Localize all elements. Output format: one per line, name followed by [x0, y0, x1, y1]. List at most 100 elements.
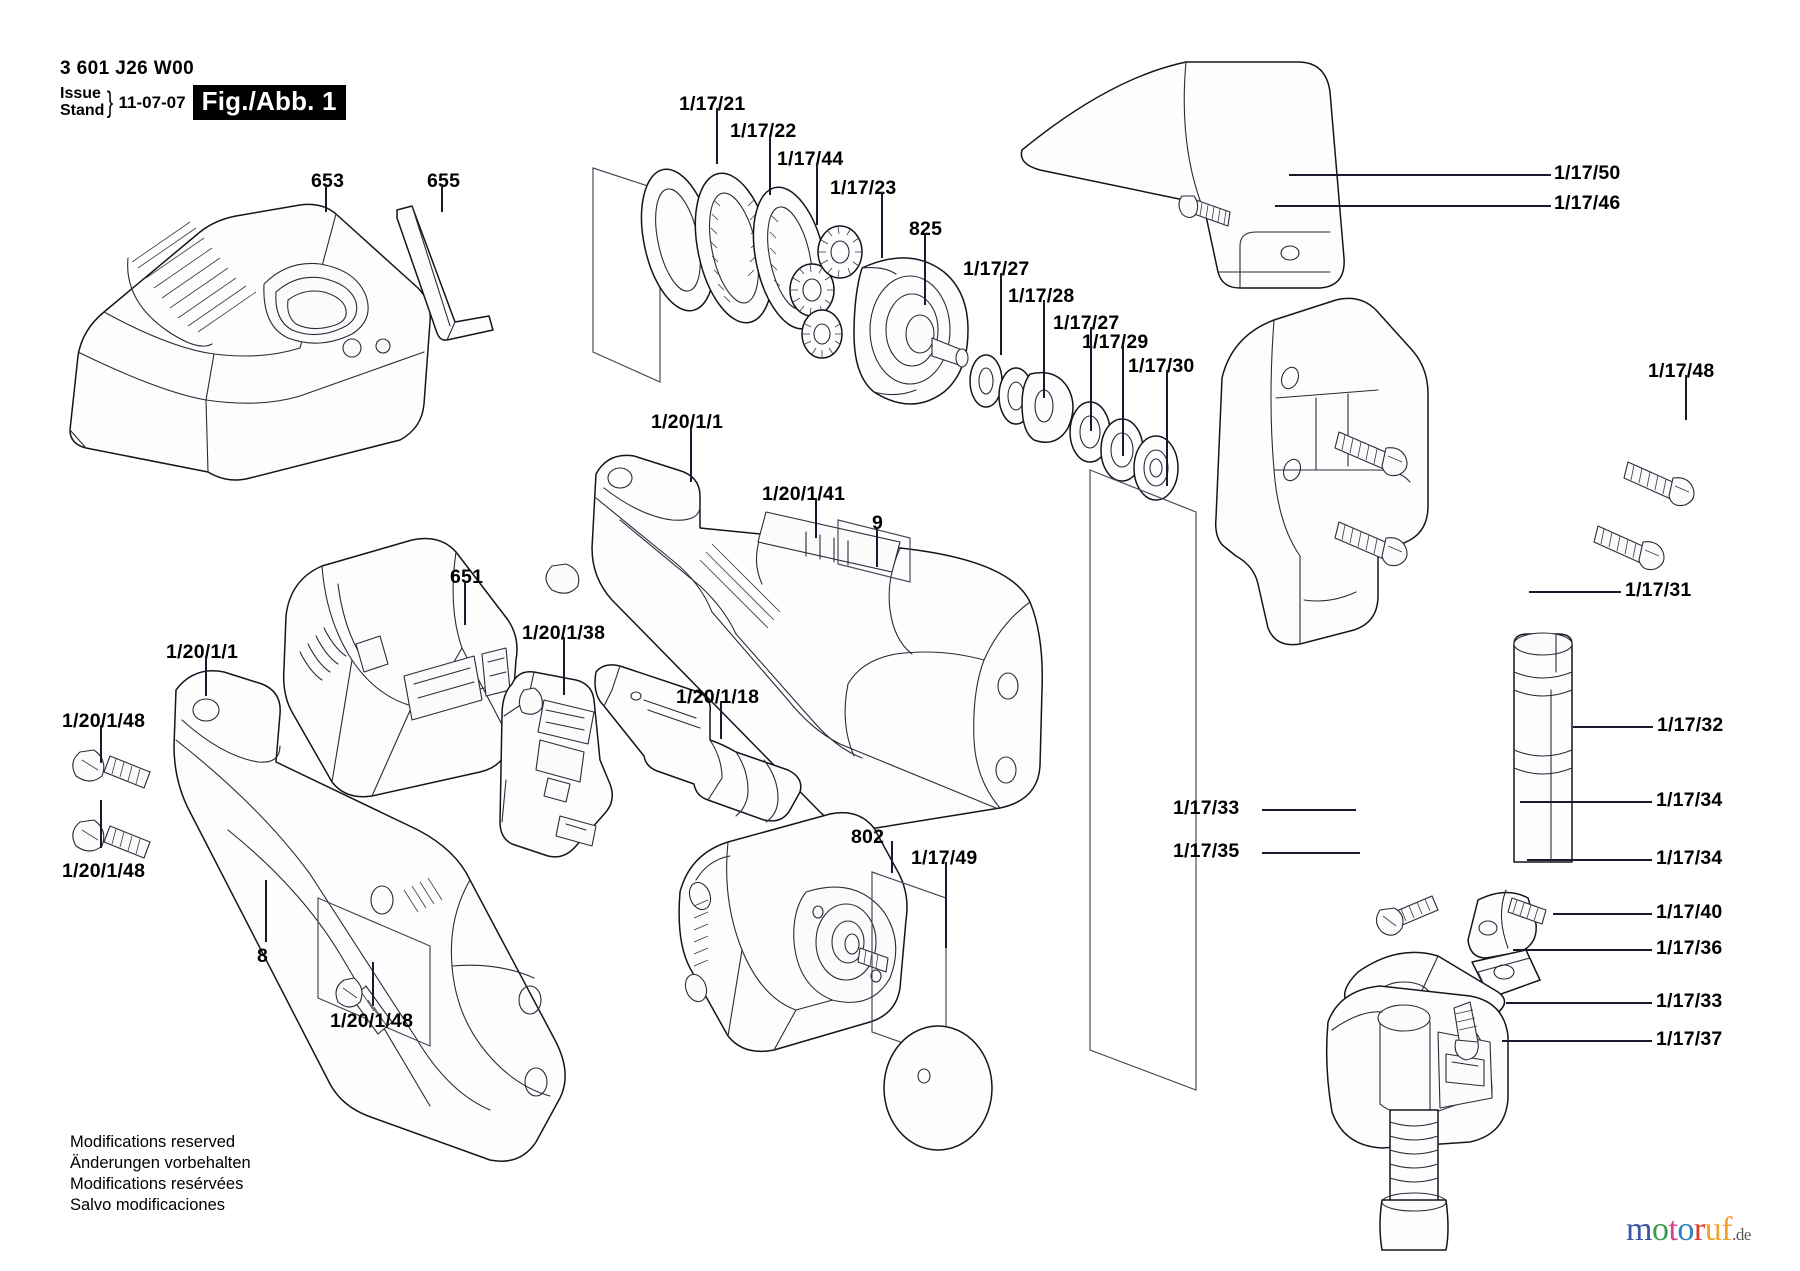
callout-c-9: 9 — [872, 512, 884, 534]
callout-c-1-17-48: 1/17/48 — [1648, 360, 1715, 382]
part-gear-train-assembly — [592, 167, 1197, 1091]
watermark-letter-o1: o — [1651, 1211, 1669, 1248]
watermark-letter-t: t — [1668, 1211, 1678, 1248]
watermark-letter-u: u — [1704, 1211, 1722, 1248]
leader-line-37 — [372, 962, 374, 1006]
disclaimer-line-de: Änderungen vorbehalten — [70, 1153, 251, 1172]
leader-line-16 — [1573, 726, 1653, 728]
leader-line-8 — [1043, 300, 1045, 398]
callout-c-1-20-1-38: 1/20/1/38 — [522, 622, 606, 644]
callout-c-653: 653 — [311, 170, 345, 192]
callout-c-8: 8 — [257, 945, 269, 967]
part-spindle-1-17-32 — [1513, 632, 1573, 863]
disclaimer-line-fr: Modifications resérvées — [70, 1174, 244, 1193]
leader-line-3 — [769, 135, 771, 195]
leader-line-26 — [815, 498, 817, 538]
callout-c-1-20-1-48b: 1/20/1/48 — [62, 860, 146, 882]
callout-c-1-20-1-1a: 1/20/1/1 — [651, 411, 724, 433]
issue-label-de: Stand — [60, 101, 105, 119]
watermark-tld: .de — [1732, 1225, 1751, 1244]
callout-c-1-17-32: 1/17/32 — [1657, 714, 1724, 736]
document-number: 3 601 J26 W00 — [60, 58, 195, 79]
callout-c-1-17-33a: 1/17/33 — [1173, 797, 1240, 819]
callout-c-1-17-23: 1/17/23 — [830, 177, 897, 199]
callout-c-1-17-34b: 1/17/34 — [1656, 847, 1723, 869]
leader-line-25 — [690, 426, 692, 482]
part-housing-lower-1-20-1-1 — [72, 670, 566, 1162]
motoruf-watermark: motoruf.de — [1626, 1211, 1751, 1249]
callout-c-1-17-44: 1/17/44 — [777, 148, 844, 170]
leader-line-28 — [464, 581, 466, 625]
leader-line-21 — [1553, 913, 1652, 915]
callout-c-1-20-1-18: 1/20/1/18 — [676, 686, 760, 708]
leader-line-20 — [1527, 859, 1652, 861]
leader-line-10 — [1122, 346, 1124, 456]
leader-line-4 — [816, 163, 818, 225]
callout-c-1-17-27a: 1/17/27 — [963, 258, 1030, 280]
callout-c-1-17-36: 1/17/36 — [1656, 937, 1723, 959]
issue-label-en: Issue — [60, 85, 101, 103]
part-switch-module-1-20-1-38 — [499, 671, 613, 858]
watermark-letter-r: r — [1693, 1211, 1705, 1248]
leader-line-34 — [891, 841, 893, 873]
leader-line-15 — [1529, 591, 1621, 593]
leader-line-17 — [1262, 809, 1356, 811]
leader-line-36 — [265, 880, 267, 942]
leader-line-29 — [205, 656, 207, 696]
disclaimer-line-en: Modifications reserved — [70, 1133, 236, 1151]
leader-line-22 — [1513, 949, 1652, 951]
figure-badge: Fig./Abb. 1 — [192, 85, 346, 120]
leader-line-9 — [1090, 327, 1092, 431]
callout-c-1-17-49: 1/17/49 — [911, 847, 978, 869]
callout-c-802: 802 — [851, 826, 885, 848]
watermark-letter-f: f — [1721, 1211, 1733, 1248]
callout-c-1-20-1-1b: 1/20/1/1 — [166, 641, 239, 663]
leader-line-33 — [100, 800, 102, 848]
callout-c-1-17-37: 1/17/37 — [1656, 1028, 1723, 1050]
leader-line-12 — [1289, 174, 1551, 176]
callout-c-1-17-27b: 1/17/27 — [1053, 312, 1120, 334]
part-oscillating-head-assembly — [1325, 897, 1547, 1251]
callout-c-1-20-1-48c: 1/20/1/48 — [330, 1010, 414, 1032]
watermark-letter-m: m — [1626, 1211, 1652, 1248]
part-hex-key-655 — [396, 205, 494, 341]
issue-date: 11-07-07 — [118, 92, 186, 112]
callout-c-651: 651 — [450, 566, 484, 588]
callout-c-1-17-35: 1/17/35 — [1173, 840, 1240, 862]
callout-c-1-17-28: 1/17/28 — [1008, 285, 1075, 307]
leader-line-18 — [1520, 801, 1652, 803]
leader-line-31 — [720, 701, 722, 739]
issue-stand-labels: Issue Stand — [60, 85, 105, 119]
callout-c-655: 655 — [427, 170, 461, 192]
leader-line-24 — [1502, 1040, 1652, 1042]
document-header: 3 601 J26 W00 Issue Stand } 11-07-07 Fig… — [60, 58, 346, 120]
leader-line-30 — [563, 637, 565, 695]
leader-line-0 — [325, 184, 327, 212]
leader-line-13 — [1275, 205, 1551, 207]
callout-c-1-17-40: 1/17/40 — [1656, 901, 1723, 923]
leader-line-32 — [100, 725, 102, 763]
modifications-disclaimer: Modifications reserved Änderungen vorbeh… — [70, 1132, 251, 1216]
leader-line-1 — [441, 184, 443, 212]
callout-c-1-20-1-48a: 1/20/1/48 — [62, 710, 146, 732]
callout-c-1-17-21: 1/17/21 — [679, 93, 746, 115]
leader-line-14 — [1685, 375, 1687, 420]
leader-line-11 — [1166, 370, 1168, 486]
callout-c-1-17-33b: 1/17/33 — [1656, 990, 1723, 1012]
leader-line-23 — [1506, 1002, 1652, 1004]
disclaimer-line-es: Salvo modificaciones — [70, 1195, 225, 1214]
leader-line-5 — [881, 192, 883, 258]
callout-c-1-17-29: 1/17/29 — [1082, 331, 1149, 353]
part-housing-upper-1-20-1-1 — [545, 454, 1043, 830]
leader-line-2 — [716, 108, 718, 164]
callout-c-1-17-50: 1/17/50 — [1554, 162, 1621, 184]
leader-line-27 — [876, 527, 878, 567]
leader-line-35 — [945, 862, 947, 948]
brace-glyph: } — [107, 85, 114, 119]
watermark-letter-o2: o — [1677, 1211, 1694, 1248]
callout-c-1-17-34a: 1/17/34 — [1656, 789, 1723, 811]
callout-c-1-17-31: 1/17/31 — [1625, 579, 1692, 601]
callout-c-1-17-22: 1/17/22 — [730, 120, 797, 142]
